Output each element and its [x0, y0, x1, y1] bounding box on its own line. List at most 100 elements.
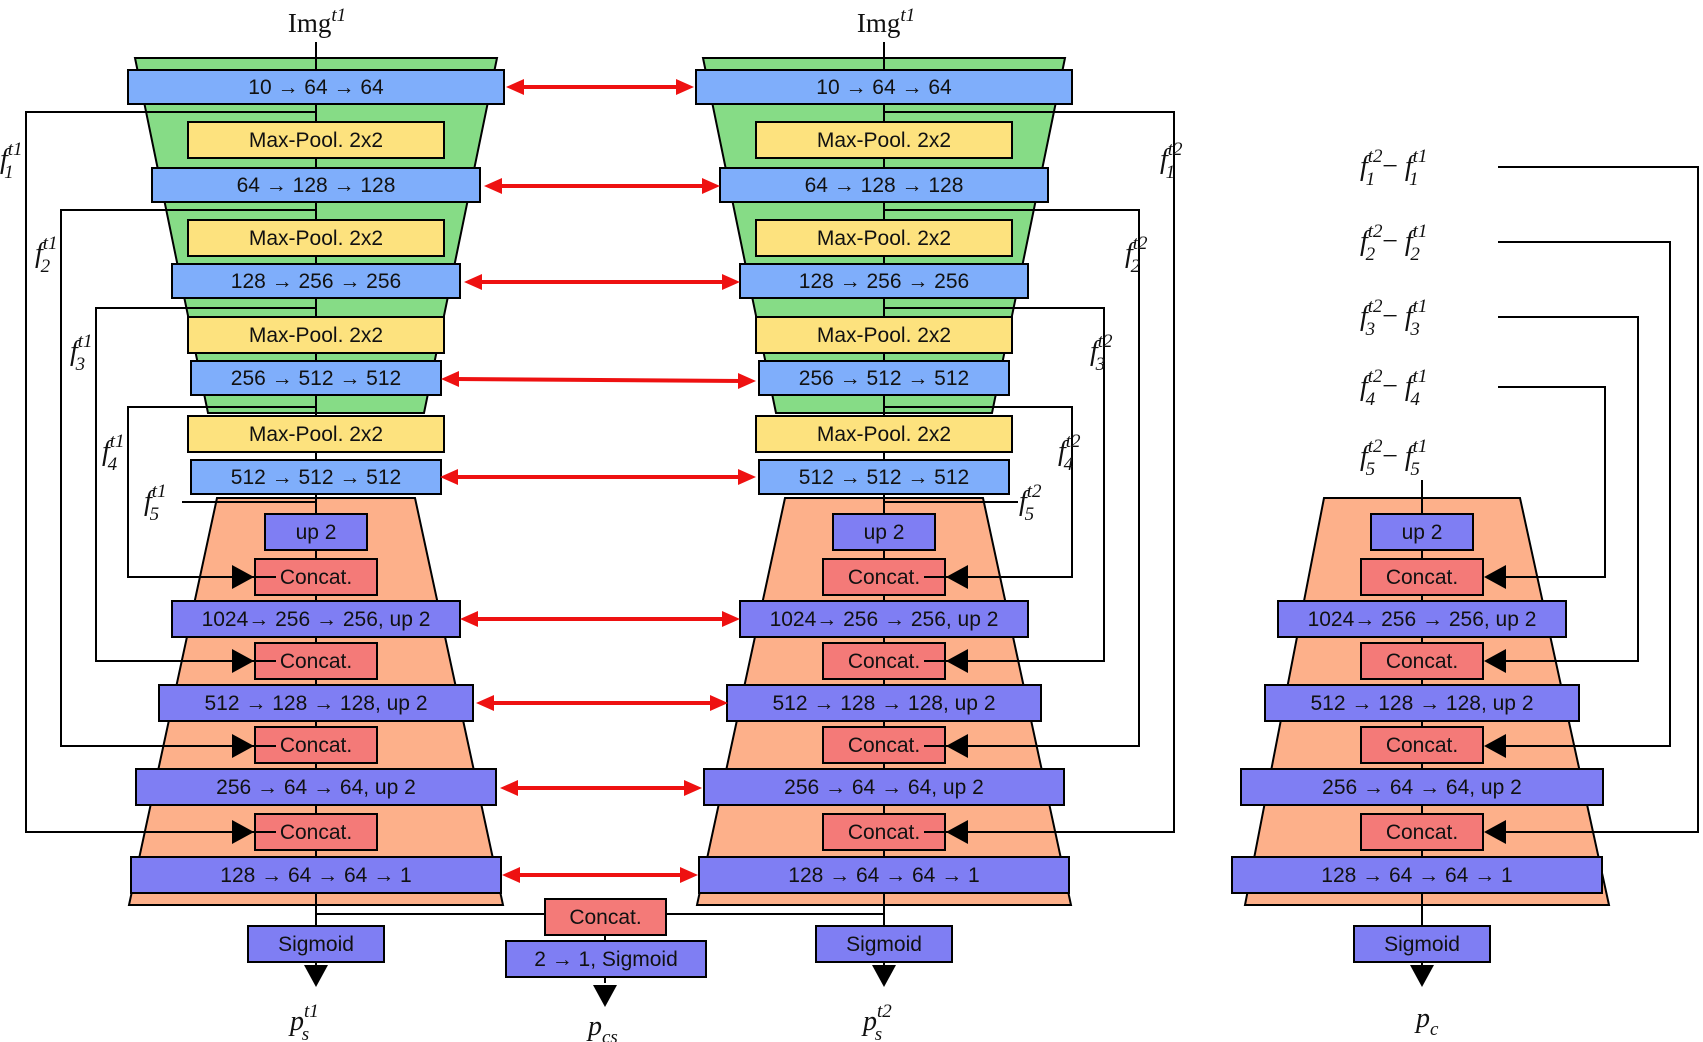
shared-weights-arrow-4-shaft: [454, 377, 743, 383]
change-concat-4-label: Concat.: [1386, 821, 1458, 844]
right-sigmoid: Sigmoid: [815, 925, 953, 963]
right-conv-2: 64 → 128 → 128: [719, 167, 1049, 203]
left-sigmoid: Sigmoid: [247, 925, 385, 963]
right-pool-2-rect: [755, 219, 1013, 257]
right-pool-2-label: Max-Pool. 2x2: [817, 227, 951, 250]
change-concat-1-label: Concat.: [1386, 566, 1458, 589]
left-conv-4-rect: [190, 360, 442, 396]
left-dec-1: 1024→ 256 → 256, up 2: [171, 600, 461, 638]
left-skip-1: [25, 111, 316, 833]
right-conv-1-label: 10 → 64 → 64: [816, 76, 952, 99]
change-output-arrow: [1410, 965, 1434, 987]
shared-weights-arrow-7: [476, 695, 728, 711]
shared-weights-arrow-4-head-right: [738, 373, 756, 389]
input-left-text: Imgt1: [288, 5, 346, 38]
change-dec-3: 256 → 64 → 64, up 2: [1240, 768, 1604, 806]
left-concat-4-label: Concat.: [280, 821, 352, 844]
right-pool-4-label: Max-Pool. 2x2: [817, 423, 951, 446]
change-sigmoid: Sigmoid: [1353, 925, 1491, 963]
right-conv-3: 128 → 256 → 256: [739, 263, 1029, 299]
change-dec-1-rect: [1277, 600, 1567, 638]
change-concat-4-rect: [1360, 813, 1484, 851]
shared-weights-arrow-2-head-right: [702, 178, 720, 194]
right-pool-2: Max-Pool. 2x2: [755, 219, 1013, 257]
right-skip-3: [884, 307, 1105, 662]
output-middle-text: pcs: [586, 1011, 618, 1042]
right-skip-arrow-1: [946, 820, 968, 844]
right-skip-2: [884, 209, 1140, 747]
left-up: up 2: [264, 513, 368, 551]
right-pool-3: Max-Pool. 2x2: [755, 316, 1013, 354]
left-skip-arrow-3: [232, 649, 254, 673]
right-concat-3-label: Concat.: [848, 734, 920, 757]
left-conv-5: 512 → 512 → 512: [190, 459, 442, 495]
left-sigmoid-rect: [247, 925, 385, 963]
shared-weights-arrow-7-head-left: [476, 695, 494, 711]
right-concat-3: Concat.: [822, 726, 946, 764]
left-pool-3-rect: [187, 316, 445, 354]
left-pool-3: Max-Pool. 2x2: [187, 316, 445, 354]
difference-arrow-4: [1484, 565, 1506, 589]
shared-weights-arrow-2-head-left: [484, 178, 502, 194]
left-pool-4-label: Max-Pool. 2x2: [249, 423, 383, 446]
right-skip-4: [884, 406, 1073, 578]
left-dec-1-label: 1024→ 256 → 256, up 2: [202, 608, 431, 631]
difference-arrow-3: [1484, 649, 1506, 673]
left-skip-arrow-4: [232, 565, 254, 589]
change-dec-2-label: 512 → 128 → 128, up 2: [1311, 692, 1534, 715]
right-sigmoid-label: Sigmoid: [846, 933, 922, 956]
right-concat-4-label: Concat.: [848, 821, 920, 844]
right-up: up 2: [832, 513, 936, 551]
right-sigmoid-rect: [815, 925, 953, 963]
change-dec-4-rect: [1231, 856, 1603, 894]
left-dec-4-rect: [130, 856, 502, 894]
left-skip-arrow-1: [232, 820, 254, 844]
shared-weights-arrow-6: [460, 611, 740, 627]
right-pool-1-rect: [755, 121, 1013, 159]
change-concat-1: Concat.: [1360, 558, 1484, 596]
right-concat-2-label: Concat.: [848, 650, 920, 673]
change-concat-4: Concat.: [1360, 813, 1484, 851]
shared-weights-arrow-1: [506, 79, 694, 95]
right-skip-1: [884, 111, 1175, 833]
left-conv-1-label: 10 → 64 → 64: [248, 76, 384, 99]
fusion-output-arrow: [593, 985, 617, 1007]
left-up-label: up 2: [296, 521, 337, 544]
difference-line-3: [1498, 316, 1639, 662]
change-up-label: up 2: [1402, 521, 1443, 544]
right-dec-4: 128 → 64 → 64 → 1: [698, 856, 1070, 894]
left-conv-3: 128 → 256 → 256: [171, 263, 461, 299]
difference-line-4: [1498, 386, 1606, 578]
shared-weights-arrow-2: [484, 178, 720, 194]
change-dec-4-label: 128 → 64 → 64 → 1: [1321, 864, 1512, 887]
left-pool-2-label: Max-Pool. 2x2: [249, 227, 383, 250]
change-dec-3-rect: [1240, 768, 1604, 806]
shared-weights-arrow-3-head-right: [722, 274, 740, 290]
difference-line-1: [1498, 166, 1699, 833]
left-concat-1-label: Concat.: [280, 566, 352, 589]
fusion-layer: 2 → 1, Sigmoid: [505, 940, 707, 978]
left-skip-4: [127, 406, 316, 578]
fusion-concat-label: Concat.: [569, 906, 641, 929]
shared-weights-arrow-1-head-left: [506, 79, 524, 95]
shared-weights-arrow-5: [440, 469, 756, 485]
left-pool-2-rect: [187, 219, 445, 257]
left-pool-4-rect: [187, 415, 445, 453]
left-conv-2-label: 64 → 128 → 128: [237, 174, 396, 197]
input-right-text: Imgt1: [857, 5, 915, 38]
